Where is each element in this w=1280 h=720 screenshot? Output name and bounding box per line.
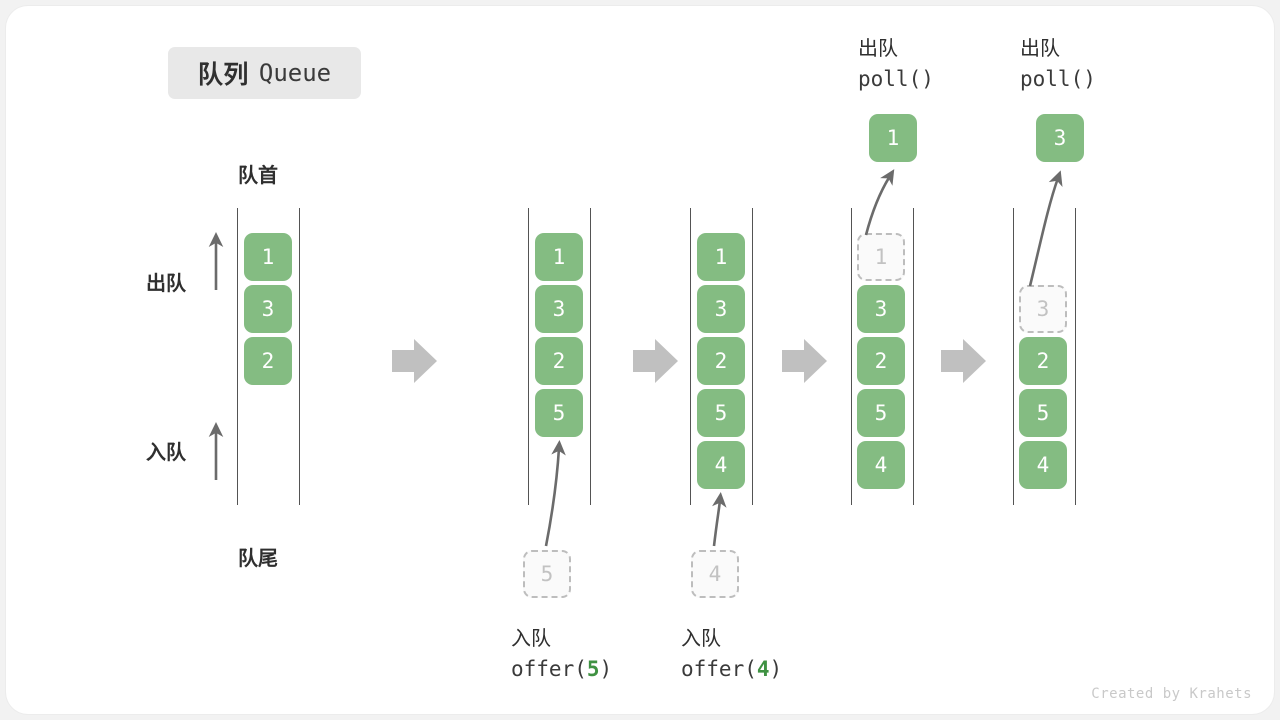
col4-caption-chinese: 出队 bbox=[858, 38, 898, 60]
col1-rail-left bbox=[237, 208, 238, 505]
col3-code-arg: 4 bbox=[756, 657, 770, 681]
col2-code-name: offer( bbox=[511, 657, 587, 681]
queue-tail-label: 队尾 bbox=[238, 548, 278, 570]
col3-cell-0: 1 bbox=[697, 233, 745, 281]
col1-cell-2: 2 bbox=[244, 337, 292, 385]
col3-caption-chinese: 入队 bbox=[681, 628, 721, 650]
queue-head-label: 队首 bbox=[238, 165, 278, 187]
col5-cell-1-ghost: 3 bbox=[1019, 285, 1067, 333]
title-badge: 队列 Queue bbox=[168, 47, 361, 99]
col2-caption-chinese: 入队 bbox=[511, 628, 551, 650]
col5-cell-2: 2 bbox=[1019, 337, 1067, 385]
dequeue-direction-label: 出队 bbox=[146, 273, 186, 295]
col5-cell-3: 5 bbox=[1019, 389, 1067, 437]
col4-caption-code: poll() bbox=[858, 67, 934, 91]
col4-cell-2: 2 bbox=[857, 337, 905, 385]
footer-credit: Created by Krahets bbox=[1091, 686, 1252, 702]
enqueue-direction-label: 入队 bbox=[146, 442, 186, 464]
col3-cell-2: 2 bbox=[697, 337, 745, 385]
col2-code-end: ) bbox=[599, 657, 613, 681]
col4-cell-0-ghost: 1 bbox=[857, 233, 905, 281]
col4-cell-3: 5 bbox=[857, 389, 905, 437]
col4-rail-left bbox=[851, 208, 852, 505]
col3-rail-left bbox=[690, 208, 691, 505]
col4-cell-4: 4 bbox=[857, 441, 905, 489]
col3-cell-3: 5 bbox=[697, 389, 745, 437]
col3-caption-code: offer(4) bbox=[681, 657, 782, 681]
col1-cell-1: 3 bbox=[244, 285, 292, 333]
col5-rail-left bbox=[1013, 208, 1014, 505]
col2-code-arg: 5 bbox=[586, 657, 600, 681]
col3-code-end: ) bbox=[769, 657, 783, 681]
col3-cell-4: 4 bbox=[697, 441, 745, 489]
col3-code-name: offer( bbox=[681, 657, 757, 681]
col5-rail-right bbox=[1075, 208, 1076, 505]
col2-caption-code: offer(5) bbox=[511, 657, 612, 681]
col5-caption-chinese: 出队 bbox=[1020, 38, 1060, 60]
col2-cell-1: 3 bbox=[535, 285, 583, 333]
col2-cell-0: 1 bbox=[535, 233, 583, 281]
col4-polled-element: 1 bbox=[869, 114, 917, 162]
col4-rail-right bbox=[913, 208, 914, 505]
col2-incoming-ghost: 5 bbox=[523, 550, 571, 598]
col5-cell-4: 4 bbox=[1019, 441, 1067, 489]
col2-rail-right bbox=[590, 208, 591, 505]
col3-incoming-ghost: 4 bbox=[691, 550, 739, 598]
col3-cell-1: 3 bbox=[697, 285, 745, 333]
title-chinese: 队列 bbox=[197, 61, 249, 89]
col1-cell-0: 1 bbox=[244, 233, 292, 281]
col2-cell-3: 5 bbox=[535, 389, 583, 437]
col4-cell-1: 3 bbox=[857, 285, 905, 333]
col5-polled-element: 3 bbox=[1036, 114, 1084, 162]
col5-caption-code: poll() bbox=[1020, 67, 1096, 91]
col2-cell-2: 2 bbox=[535, 337, 583, 385]
col3-rail-right bbox=[752, 208, 753, 505]
col2-rail-left bbox=[528, 208, 529, 505]
title-english: Queue bbox=[258, 59, 332, 87]
col1-rail-right bbox=[299, 208, 300, 505]
diagram-card bbox=[6, 6, 1274, 714]
